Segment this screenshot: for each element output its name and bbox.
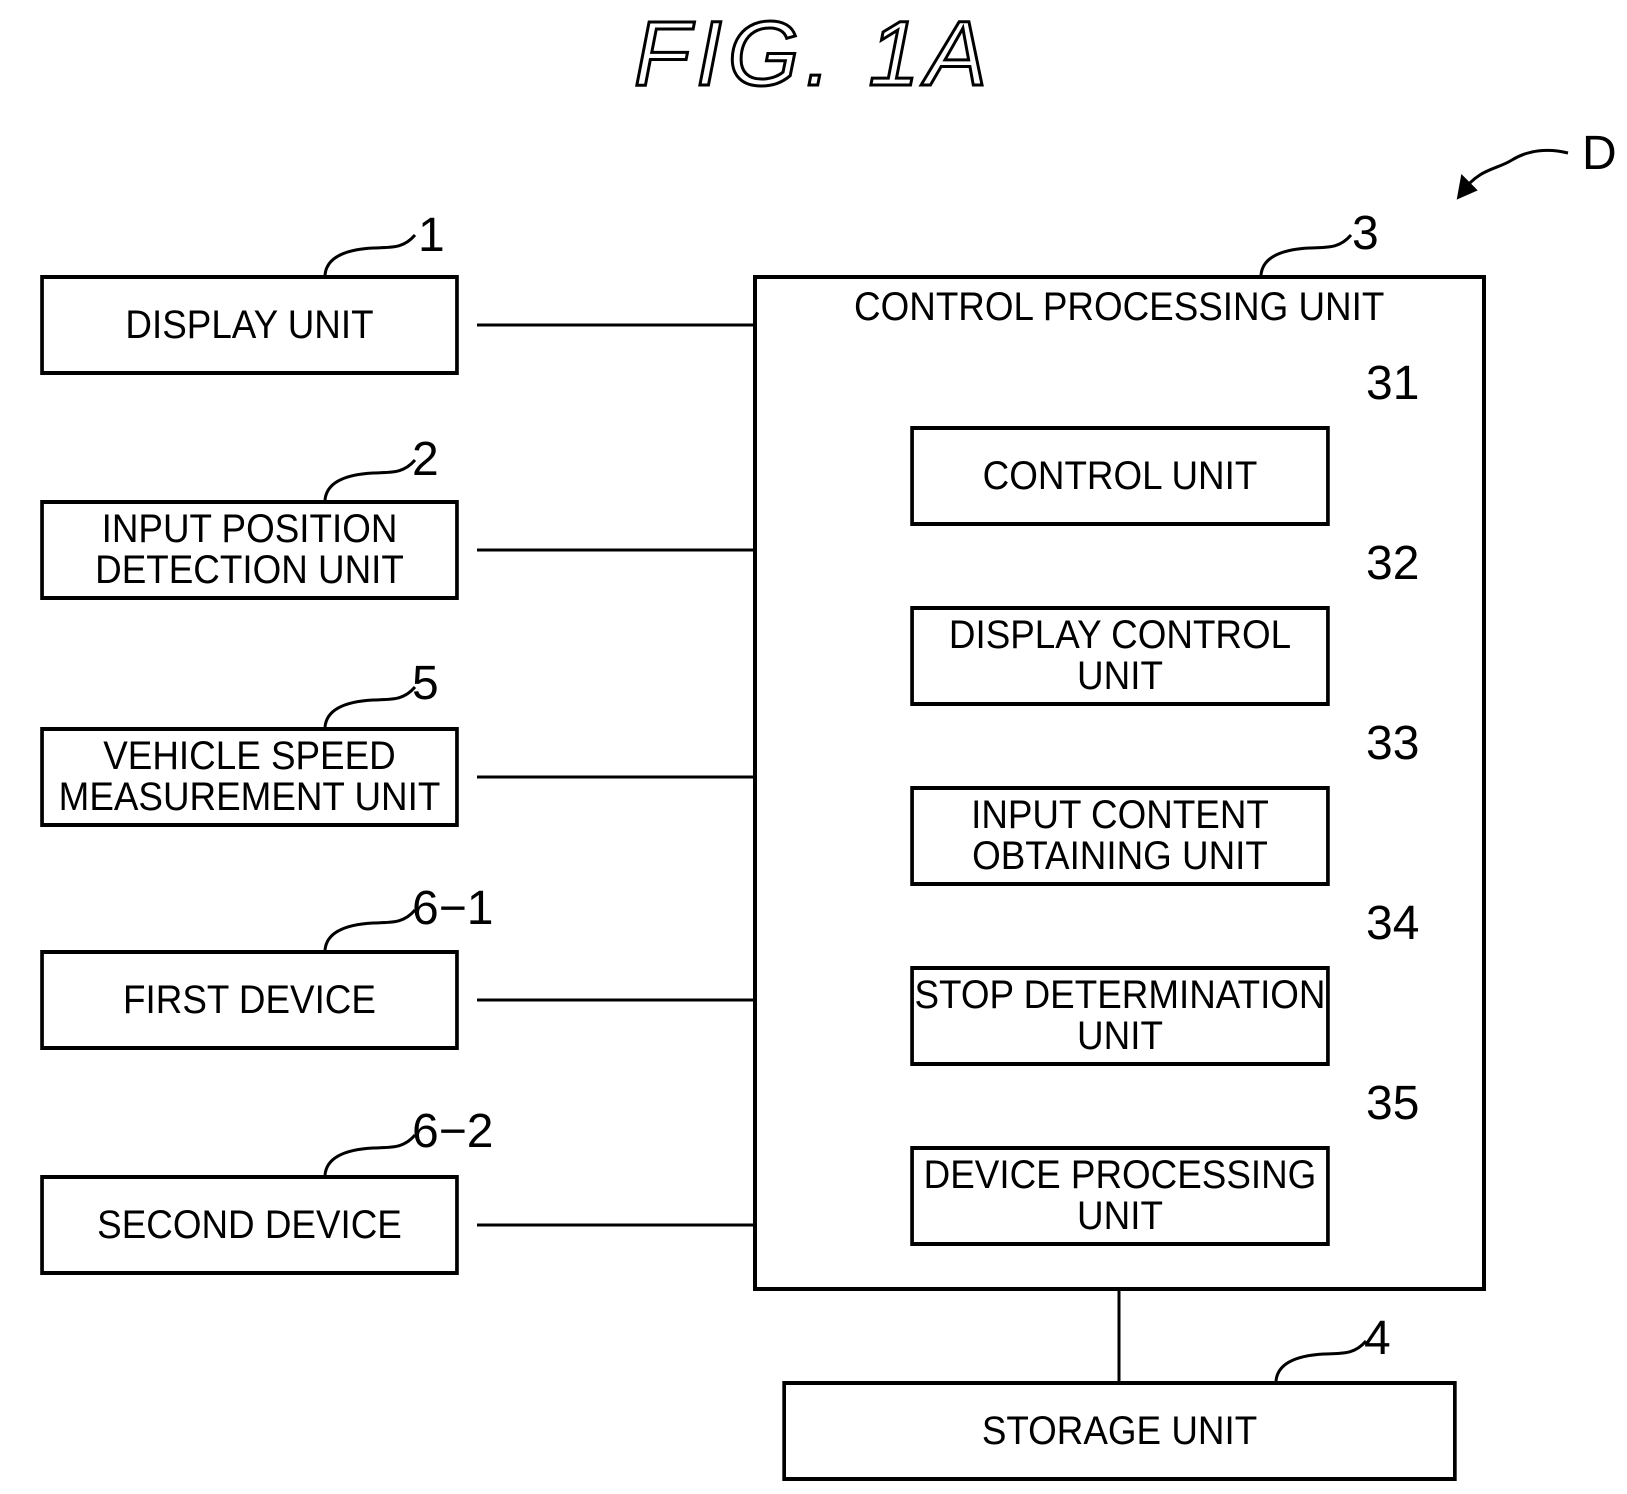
vehicle-speed-measurement-unit-block: VEHICLE SPEED MEASUREMENT UNIT [40,727,459,827]
stop-determination-label-line1: STOP DETERMINATION [915,975,1326,1016]
storage-unit-label: STORAGE UNIT [982,1411,1257,1452]
first-device-label: FIRST DEVICE [123,980,376,1021]
second-device-label: SECOND DEVICE [97,1205,402,1246]
leader-5 [325,687,415,727]
ref-35: 35 [1366,1080,1419,1128]
leader-6-2 [325,1135,415,1175]
ref-3: 3 [1352,210,1379,258]
ref-32: 32 [1366,540,1419,588]
device-ref-label: D [1582,130,1617,178]
stop-determination-unit-block: STOP DETERMINATION UNIT [910,966,1330,1066]
vehicle-speed-label-line2: MEASUREMENT UNIT [59,777,441,818]
control-unit-block: CONTROL UNIT [910,426,1330,526]
display-control-label-line1: DISPLAY CONTROL [949,615,1291,656]
input-position-detection-label-line1: INPUT POSITION [102,509,398,550]
ref-6-1: 6−1 [412,885,493,933]
device-processing-label-line1: DEVICE PROCESSING [924,1155,1317,1196]
input-content-label-line2: OBTAINING UNIT [972,836,1268,877]
ref-4: 4 [1364,1315,1391,1363]
display-control-unit-block: DISPLAY CONTROL UNIT [910,606,1330,706]
ref-2: 2 [412,436,439,484]
display-control-label-line2: UNIT [1077,656,1163,697]
stop-determination-label-line2: UNIT [1077,1016,1163,1057]
second-device-block: SECOND DEVICE [40,1175,459,1275]
figure-title: FIG. 1A [0,8,1627,100]
leader-4 [1276,1341,1366,1381]
input-content-label-line1: INPUT CONTENT [971,795,1269,836]
ref-34: 34 [1366,900,1419,948]
input-content-obtaining-unit-block: INPUT CONTENT OBTAINING UNIT [910,786,1330,886]
storage-unit-block: STORAGE UNIT [782,1381,1456,1481]
leader-2 [325,460,415,500]
device-processing-label-line2: UNIT [1077,1196,1163,1237]
ref-1: 1 [418,212,445,260]
ref-5: 5 [412,660,439,708]
vehicle-speed-label-line1: VEHICLE SPEED [103,736,395,777]
device-ref-arrow-line [1462,150,1568,192]
ref-6-2: 6−2 [412,1108,493,1156]
leader-3 [1261,235,1351,275]
control-unit-label: CONTROL UNIT [983,456,1258,497]
control-processing-unit-label: CONTROL PROCESSING UNIT [854,287,1384,328]
ref-33: 33 [1366,720,1419,768]
leader-1 [325,235,415,275]
leader-6-1 [325,910,415,950]
display-unit-label: DISPLAY UNIT [125,305,373,346]
display-unit-block: DISPLAY UNIT [40,275,459,375]
ref-31: 31 [1366,360,1419,408]
device-processing-unit-block: DEVICE PROCESSING UNIT [910,1146,1330,1246]
input-position-detection-label-line2: DETECTION UNIT [95,550,404,591]
input-position-detection-unit-block: INPUT POSITION DETECTION UNIT [40,500,459,600]
first-device-block: FIRST DEVICE [40,950,459,1050]
